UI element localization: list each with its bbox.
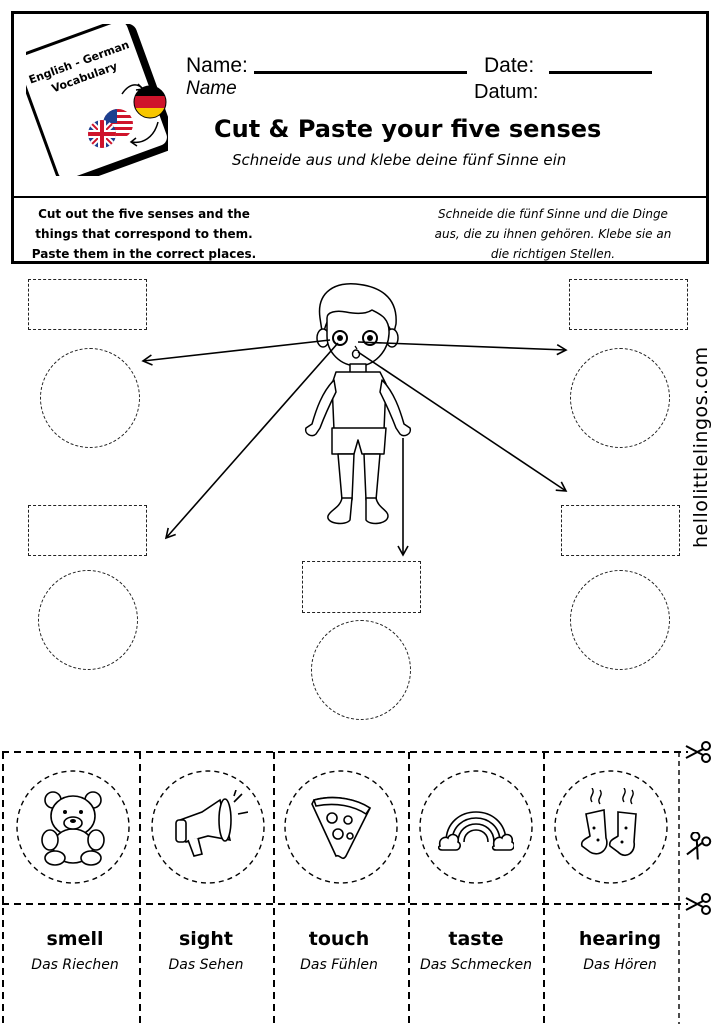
instruction-line: Cut out the five senses and the — [38, 207, 250, 221]
child-figure-with-arrows — [141, 282, 568, 557]
page-subtitle: Schneide aus und klebe deine fünf Sinne … — [232, 151, 567, 169]
card-word-de-hearing[interactable]: Das Hören — [583, 957, 657, 973]
paste-picture-circle-top-left[interactable] — [40, 348, 140, 448]
instruction-line: Paste them in the correct places. — [31, 247, 257, 261]
card-word-hearing[interactable]: hearing — [578, 928, 662, 950]
smelly-socks-icon[interactable] — [578, 788, 646, 864]
card-word-sight[interactable]: sight — [178, 928, 234, 950]
card-word-touch[interactable]: touch — [308, 928, 370, 950]
instruction-line: aus, die zu ihnen gehören. Klebe sie an — [434, 227, 672, 241]
card-word-taste[interactable]: taste — [448, 928, 504, 950]
card-circle — [554, 770, 668, 884]
cut-out-grid — [2, 751, 688, 1024]
name-label-de: Name — [186, 78, 237, 99]
scissors-icon — [685, 893, 711, 915]
rainbow-icon[interactable] — [438, 796, 514, 852]
name-label: Name: — [186, 54, 248, 77]
date-label: Date: — [484, 54, 535, 77]
paste-label-box-top-left[interactable] — [28, 279, 147, 330]
instruction-line: die richtigen Stellen. — [490, 247, 616, 261]
card-circle — [16, 770, 130, 884]
card-circle — [151, 770, 265, 884]
card-word-de-touch[interactable]: Das Fühlen — [300, 957, 378, 973]
scissors-icon — [685, 741, 711, 763]
card-word-de-taste[interactable]: Das Schmecken — [419, 957, 533, 973]
instructions-english: Cut out the five senses and the things t… — [16, 204, 272, 264]
header-divider — [11, 196, 709, 198]
paste-picture-circle-top-right[interactable] — [570, 348, 670, 448]
paste-label-box-mid-left[interactable] — [28, 505, 147, 556]
name-input-line[interactable] — [254, 71, 467, 74]
date-label-de: Datum: — [474, 81, 539, 103]
instruction-line: things that correspond to them. — [35, 227, 253, 241]
instructions-german: Schneide die fünf Sinne und die Dinge au… — [404, 204, 702, 264]
german-flag-icon — [133, 85, 167, 119]
paste-picture-circle-bottom-center[interactable] — [311, 620, 411, 720]
instruction-line: Schneide die fünf Sinne und die Dinge — [438, 207, 668, 221]
english-german-vocabulary-logo: English - German Vocabulary — [26, 24, 168, 176]
card-word-de-smell[interactable]: Das Riechen — [31, 957, 119, 973]
paste-label-box-mid-right[interactable] — [561, 505, 680, 556]
pizza-slice-icon[interactable] — [306, 792, 376, 862]
card-word-de-sight[interactable]: Das Sehen — [168, 957, 244, 973]
header-box — [11, 11, 709, 264]
card-circle — [284, 770, 398, 884]
website-url: hellolittlelingos.com — [690, 346, 712, 548]
card-word-smell[interactable]: smell — [46, 928, 104, 950]
paste-label-box-bottom-center[interactable] — [302, 561, 421, 613]
card-circle — [419, 770, 533, 884]
paste-picture-circle-mid-left[interactable] — [38, 570, 138, 670]
teddy-bear-icon[interactable] — [38, 790, 108, 866]
page-title: Cut & Paste your five senses — [214, 115, 602, 143]
paste-picture-circle-mid-right[interactable] — [570, 570, 670, 670]
megaphone-icon[interactable] — [172, 790, 248, 860]
paste-label-box-top-right[interactable] — [569, 279, 688, 330]
scissors-icon — [686, 832, 712, 860]
date-input-line[interactable] — [549, 71, 652, 74]
